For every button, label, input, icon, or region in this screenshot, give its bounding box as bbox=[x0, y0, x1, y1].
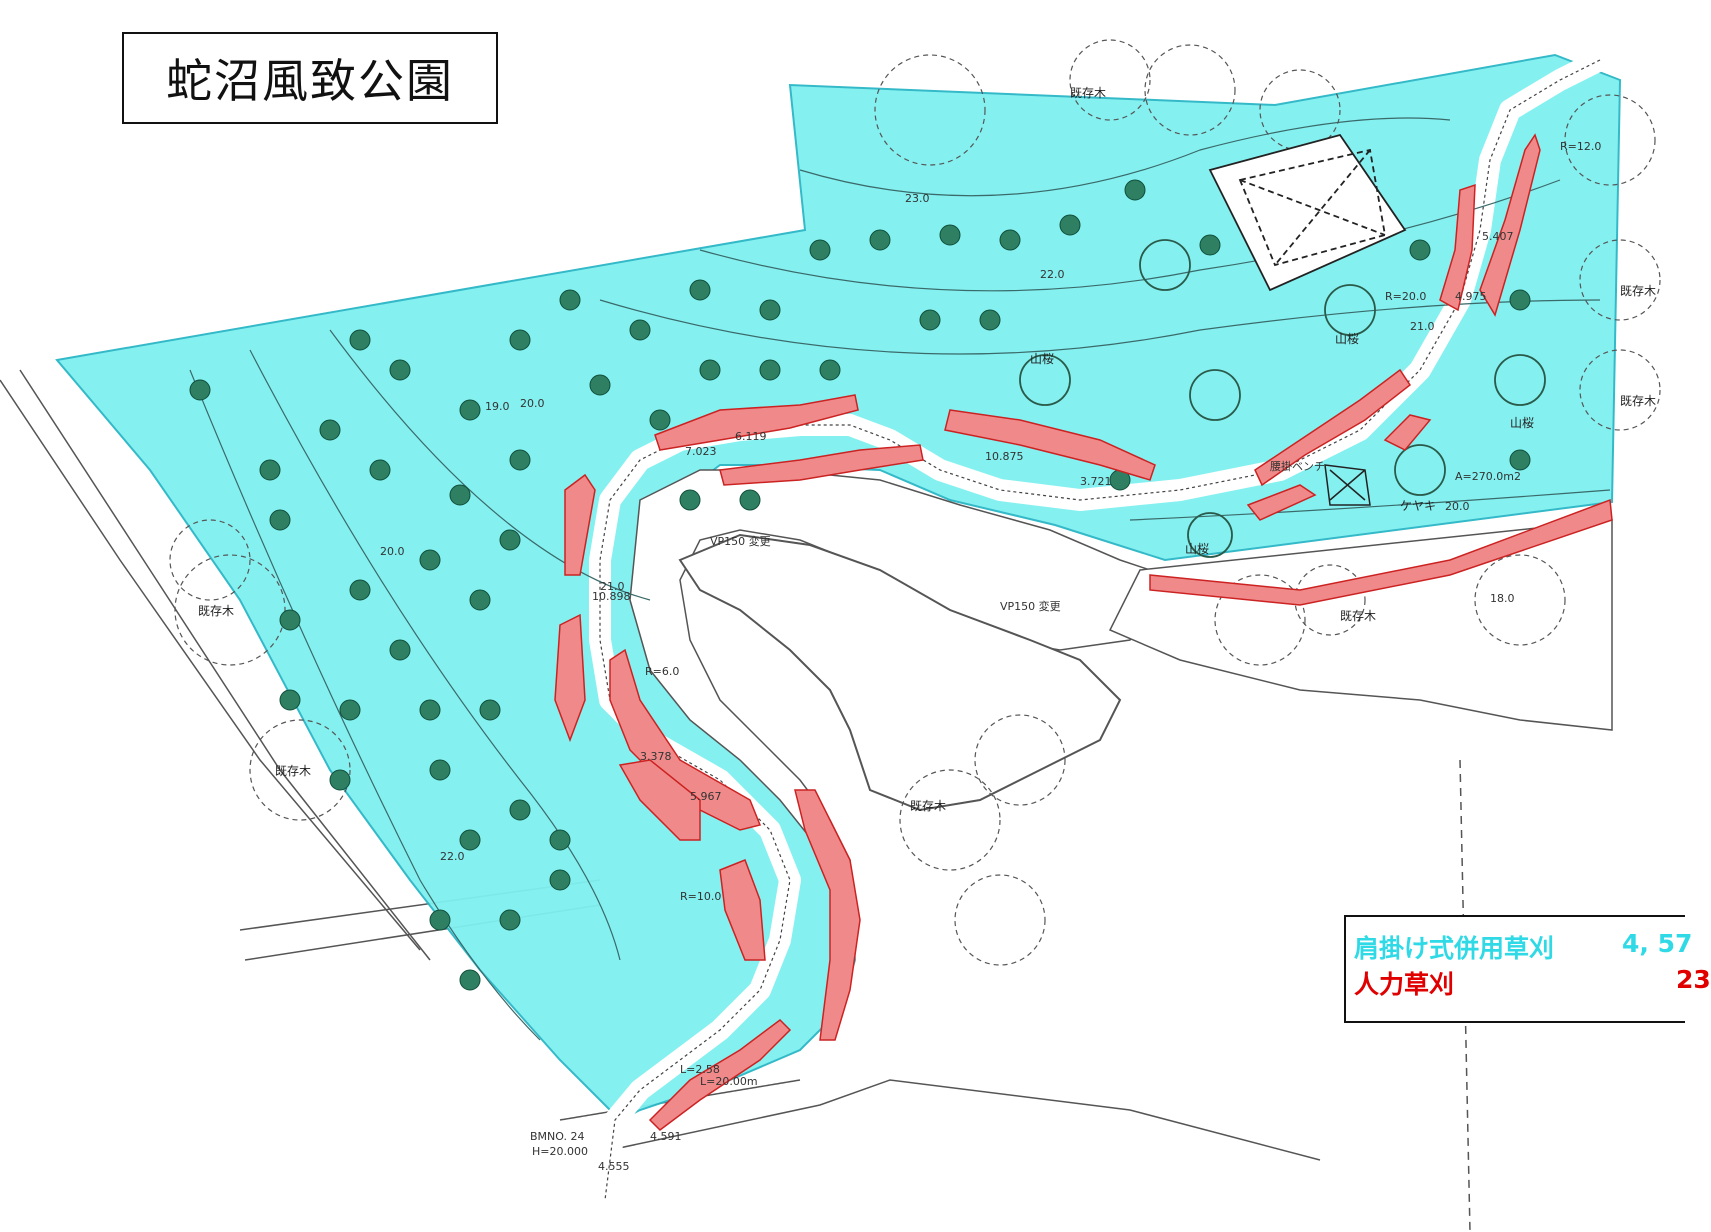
existing-tree-label-2: 既存木 bbox=[1620, 284, 1656, 298]
benchmark-label: BMNO. 24 bbox=[530, 1130, 584, 1143]
map-title: 蛇沼風致公園 bbox=[166, 54, 454, 108]
dimension-label-8: 4.591 bbox=[650, 1130, 682, 1143]
radius-label-1: R=6.0 bbox=[645, 665, 679, 678]
dimension-label-3: 10.875 bbox=[985, 450, 1024, 463]
legend-item-machine: 肩掛け式併用草刈 4, 57 bbox=[1354, 929, 1692, 965]
mountain-cherry-label-2: 山桜 bbox=[1335, 332, 1359, 346]
mountain-cherry-label-4: 山桜 bbox=[1185, 542, 1209, 556]
pipe-label-2: VP150 変更 bbox=[1000, 599, 1061, 613]
dimension-label-11: 4.975 bbox=[1455, 290, 1487, 303]
map-annotations: 既存木 既存木 既存木 既存木 既存木 既存木 既存木 山桜 山桜 山桜 山桜 … bbox=[198, 86, 1656, 1173]
contour-20-label-3: 20.0 bbox=[520, 397, 545, 410]
area-label: A=270.0m2 bbox=[1455, 470, 1521, 483]
road-cutout bbox=[629, 469, 1182, 903]
contour-18-label: 18.0 bbox=[1490, 592, 1515, 605]
benchmark-height-label: H=20.000 bbox=[532, 1145, 588, 1158]
radius-label-2: R=10.0 bbox=[680, 890, 721, 903]
legend-value-manual: 23 bbox=[1676, 965, 1711, 994]
contour-20-label-2: 20.0 bbox=[380, 545, 405, 558]
length-label-1: L=20.00m bbox=[700, 1075, 758, 1088]
dimension-label-2: 6.119 bbox=[735, 430, 767, 443]
legend-item-manual: 人力草刈 23 bbox=[1354, 965, 1711, 1001]
contour-21-label-2: 21.0 bbox=[600, 580, 625, 593]
lower-right-lawn bbox=[1108, 519, 1613, 731]
legend-label-manual: 人力草刈 bbox=[1354, 970, 1455, 999]
contour-23-label: 23.0 bbox=[905, 192, 930, 205]
pavilion bbox=[1208, 133, 1407, 292]
shelter bbox=[1324, 464, 1371, 506]
pipe-label-1: VP150 変更 bbox=[710, 534, 771, 548]
legend: 肩掛け式併用草刈 4, 57 人力草刈 23 bbox=[1344, 915, 1711, 1023]
mountain-cherry-label-1: 山桜 bbox=[1030, 352, 1054, 366]
existing-tree-canopies bbox=[169, 39, 1661, 966]
radius-label-3: R=12.0 bbox=[1560, 140, 1601, 153]
footpath-centerline bbox=[599, 59, 1601, 1201]
dimension-label-1: 7.023 bbox=[685, 445, 717, 458]
planted-trees bbox=[189, 179, 1531, 991]
dimension-label-7: 5.967 bbox=[690, 790, 722, 803]
existing-tree-label-4: 既存木 bbox=[198, 604, 234, 618]
dimension-label-4: 3.721 bbox=[1080, 475, 1112, 488]
central-pond bbox=[678, 533, 1122, 812]
existing-tree-label-6: 既存木 bbox=[1340, 609, 1376, 623]
existing-tree-label-3: 既存木 bbox=[1620, 394, 1656, 408]
legend-label-machine: 肩掛け式併用草刈 bbox=[1354, 934, 1555, 963]
existing-tree-label-7: 既存木 bbox=[910, 799, 946, 813]
dimension-label-6: 3.378 bbox=[640, 750, 672, 763]
dimension-label-10: 5.407 bbox=[1482, 230, 1514, 243]
existing-tree-label-5: 既存木 bbox=[275, 764, 311, 778]
specimen-trees bbox=[1019, 239, 1546, 558]
existing-tree-label-1: 既存木 bbox=[1070, 86, 1106, 100]
contour-19-label: 19.0 bbox=[485, 400, 510, 413]
contour-22-label: 22.0 bbox=[1040, 268, 1065, 281]
keyaki-label: ケヤキ bbox=[1400, 499, 1436, 513]
bench-label: 腰掛ベンチ bbox=[1270, 459, 1325, 473]
contour-lines bbox=[189, 117, 1611, 1041]
length-label-2: L=2.58 bbox=[680, 1063, 720, 1076]
contour-21-label: 21.0 bbox=[1410, 320, 1435, 333]
legend-value-machine: 4, 57 bbox=[1622, 929, 1693, 958]
mountain-cherry-label-3: 山桜 bbox=[1510, 416, 1534, 430]
contour-20-label: 20.0 bbox=[1445, 500, 1470, 513]
contour-22-label-2: 22.0 bbox=[440, 850, 465, 863]
radius-label-4: R=20.0 bbox=[1385, 290, 1426, 303]
dimension-label-5: 10.898 bbox=[592, 590, 631, 603]
manual-mowing-patches bbox=[554, 133, 1613, 1131]
map-title-box: 蛇沼風致公園 bbox=[122, 32, 498, 124]
dimension-label-9: 4.555 bbox=[598, 1160, 630, 1173]
